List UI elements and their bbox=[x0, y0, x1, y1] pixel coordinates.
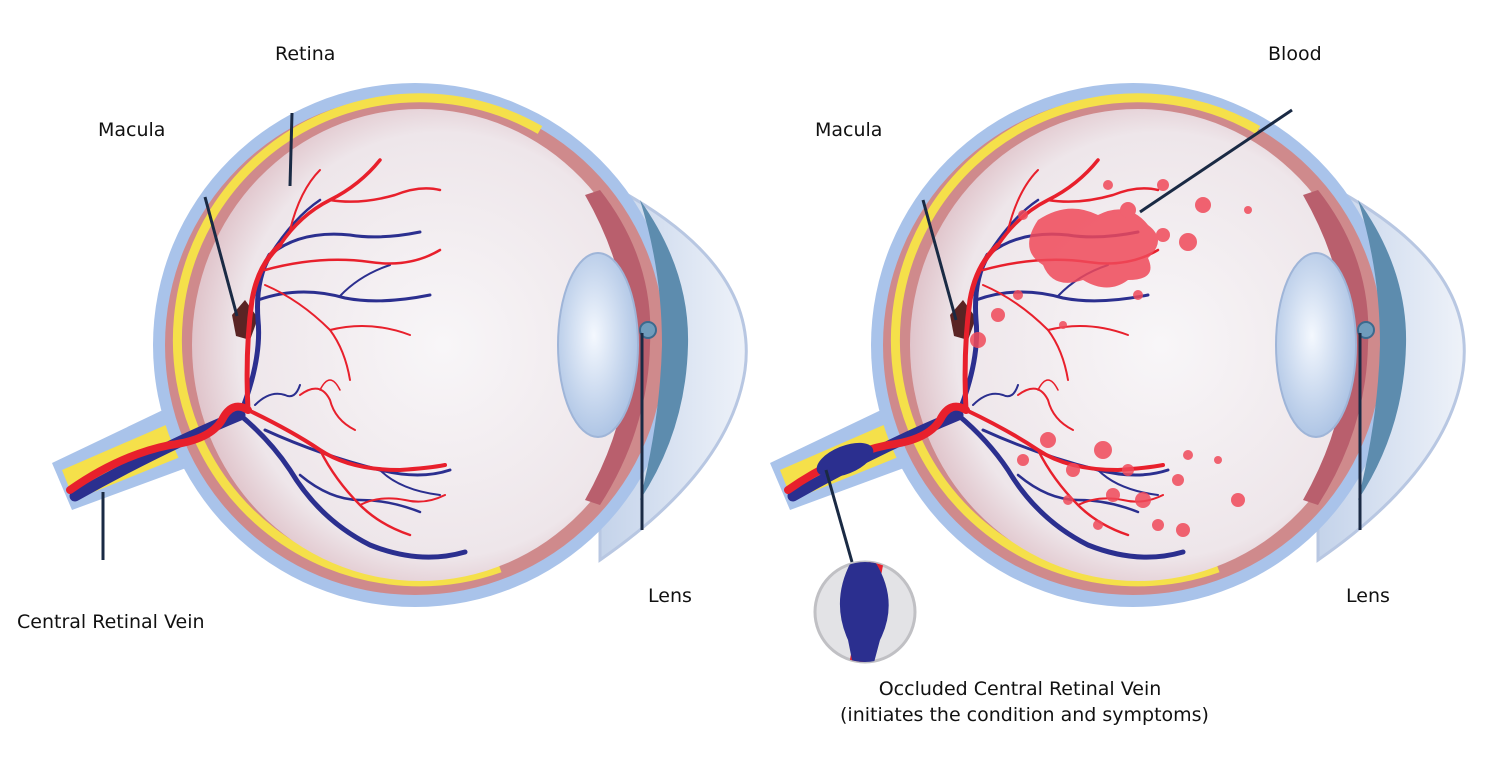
blood-spots bbox=[970, 179, 1252, 537]
vein-occlusion-magnifier-icon bbox=[813, 560, 917, 664]
label-macula-right: Macula bbox=[815, 119, 883, 141]
label-occluded-vein: Occluded Central Retinal Vein bbox=[878, 678, 1162, 700]
occluded-eye-illustration bbox=[770, 83, 1464, 607]
label-blood: Blood bbox=[1268, 43, 1322, 65]
label-retina: Retina bbox=[275, 43, 336, 65]
leader-lines bbox=[101, 108, 1362, 563]
label-lens-right: Lens bbox=[1346, 585, 1390, 607]
label-macula-left: Macula bbox=[98, 119, 166, 141]
label-occluded-vein-note: (initiates the condition and symptoms) bbox=[840, 704, 1209, 726]
label-lens-left: Lens bbox=[648, 585, 692, 607]
label-central-retinal-vein: Central Retinal Vein bbox=[17, 611, 205, 633]
